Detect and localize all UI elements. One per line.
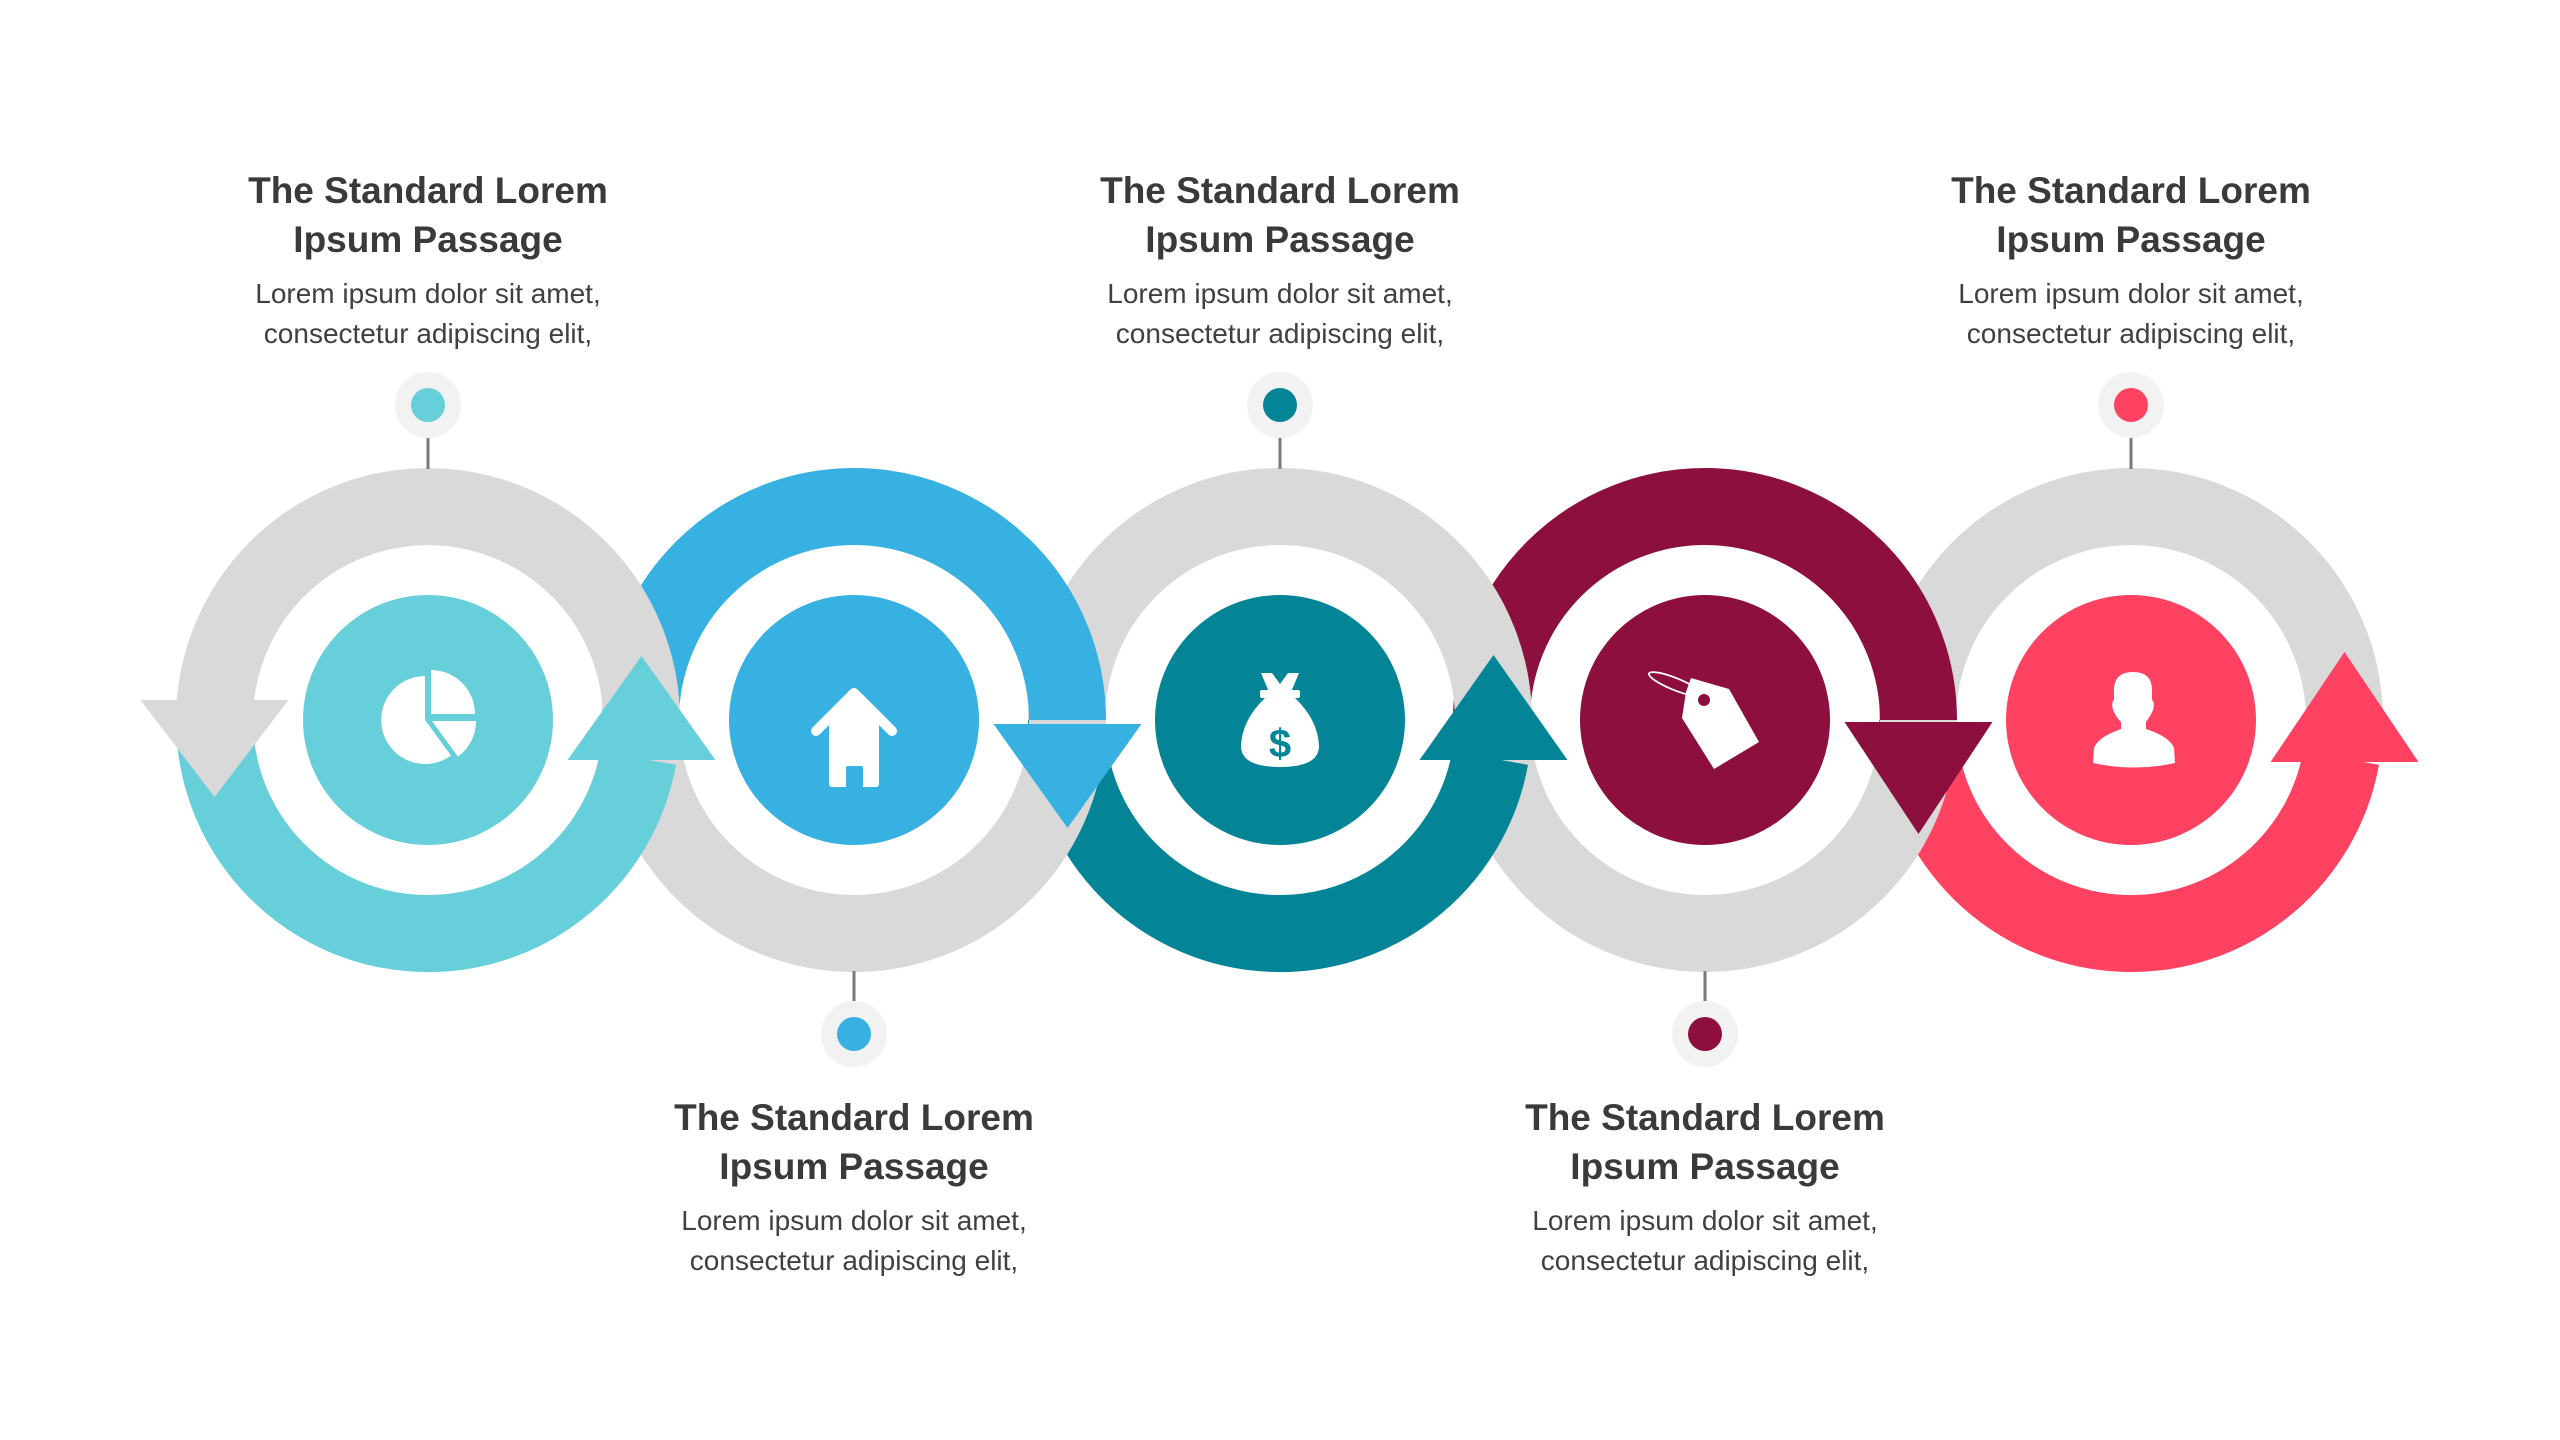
step-2-marker-dot	[837, 1017, 871, 1051]
step-3-up-arrowhead	[1419, 655, 1568, 760]
step-2-body-line-1: Lorem ipsum dolor sit amet,	[681, 1205, 1027, 1236]
step-1-grey-down-arrowhead	[140, 700, 289, 797]
step-3-body-line-1: Lorem ipsum dolor sit amet,	[1107, 278, 1453, 309]
step-4-text: The Standard Lorem Ipsum Passage Lorem i…	[1475, 1093, 1935, 1281]
step-2-title-line-2: Ipsum Passage	[719, 1146, 989, 1187]
step-1-colored-arc	[176, 719, 676, 972]
step-1-up-arrowhead	[567, 656, 716, 760]
connector-pin-2	[821, 971, 887, 1067]
connector-pin-1	[395, 372, 461, 469]
step-2-title-line-1: The Standard Lorem	[674, 1097, 1034, 1138]
step-3-body-line-2: consectetur adipiscing elit,	[1115, 318, 1445, 349]
step-5-grey-arc	[1879, 468, 2383, 721]
step-4-colored-arc	[1453, 468, 1957, 721]
step-4-title-line-1: The Standard Lorem	[1525, 1097, 1885, 1138]
step-2-body-line-2: consectetur adipiscing elit,	[689, 1245, 1019, 1276]
step-2-down-arrowhead	[993, 724, 1142, 828]
step-1-grey-arc	[176, 468, 680, 721]
step-1-body-line-1: Lorem ipsum dolor sit amet,	[255, 278, 601, 309]
step-3-title-line-2: Ipsum Passage	[1145, 219, 1415, 260]
step-3-cycle: $	[1028, 468, 1568, 972]
connector-pin-5	[2098, 372, 2164, 469]
house-icon	[811, 688, 897, 788]
dollar-sign-glyph: $	[1269, 722, 1291, 766]
step-5-up-arrowhead	[2270, 652, 2419, 762]
step-3-text: The Standard Lorem Ipsum Passage Lorem i…	[1050, 166, 1510, 354]
step-2-text: The Standard Lorem Ipsum Passage Lorem i…	[624, 1093, 1084, 1281]
step-3-title-line-1: The Standard Lorem	[1100, 170, 1460, 211]
step-3-marker-dot	[1263, 388, 1297, 422]
step-5-cycle	[1879, 468, 2419, 972]
step-4-down-arrowhead	[1844, 722, 1993, 834]
step-1-cycle	[140, 468, 716, 972]
step-5-colored-arc	[1879, 719, 2379, 972]
pie-chart-icon	[381, 670, 477, 764]
money-bag-icon: $	[1241, 673, 1319, 767]
step-2-cycle	[602, 468, 1142, 972]
step-4-grey-arc	[1453, 719, 1957, 972]
step-5-text: The Standard Lorem Ipsum Passage Lorem i…	[1901, 166, 2361, 354]
step-5-title-line-2: Ipsum Passage	[1996, 219, 2266, 260]
step-2-grey-arc	[602, 719, 1106, 972]
step-5-title-line-1: The Standard Lorem	[1951, 170, 2311, 211]
step-1-marker-dot	[411, 388, 445, 422]
step-5-body-line-2: consectetur adipiscing elit,	[1966, 318, 2296, 349]
step-4-body-line-1: Lorem ipsum dolor sit amet,	[1532, 1205, 1878, 1236]
step-4-marker-dot	[1688, 1017, 1722, 1051]
step-1-title-line-1: The Standard Lorem	[248, 170, 608, 211]
step-5-body-line-1: Lorem ipsum dolor sit amet,	[1958, 278, 2304, 309]
step-3-colored-arc	[1028, 719, 1528, 972]
step-2-colored-arc	[602, 468, 1106, 721]
step-4-title-line-2: Ipsum Passage	[1570, 1146, 1840, 1187]
step-5-marker-dot	[2114, 388, 2148, 422]
step-1-icon-circle	[303, 595, 553, 845]
step-3-grey-arc	[1028, 468, 1532, 721]
connector-pin-4	[1672, 971, 1738, 1067]
step-4-body-line-2: consectetur adipiscing elit,	[1540, 1245, 1870, 1276]
user-icon	[2093, 672, 2175, 768]
step-1-text: The Standard Lorem Ipsum Passage Lorem i…	[198, 166, 658, 354]
price-tag-icon	[1648, 671, 1759, 769]
connector-pin-3	[1247, 372, 1313, 469]
step-4-cycle	[1453, 468, 1993, 972]
step-1-title-line-2: Ipsum Passage	[293, 219, 563, 260]
step-1-body-line-2: consectetur adipiscing elit,	[263, 318, 593, 349]
